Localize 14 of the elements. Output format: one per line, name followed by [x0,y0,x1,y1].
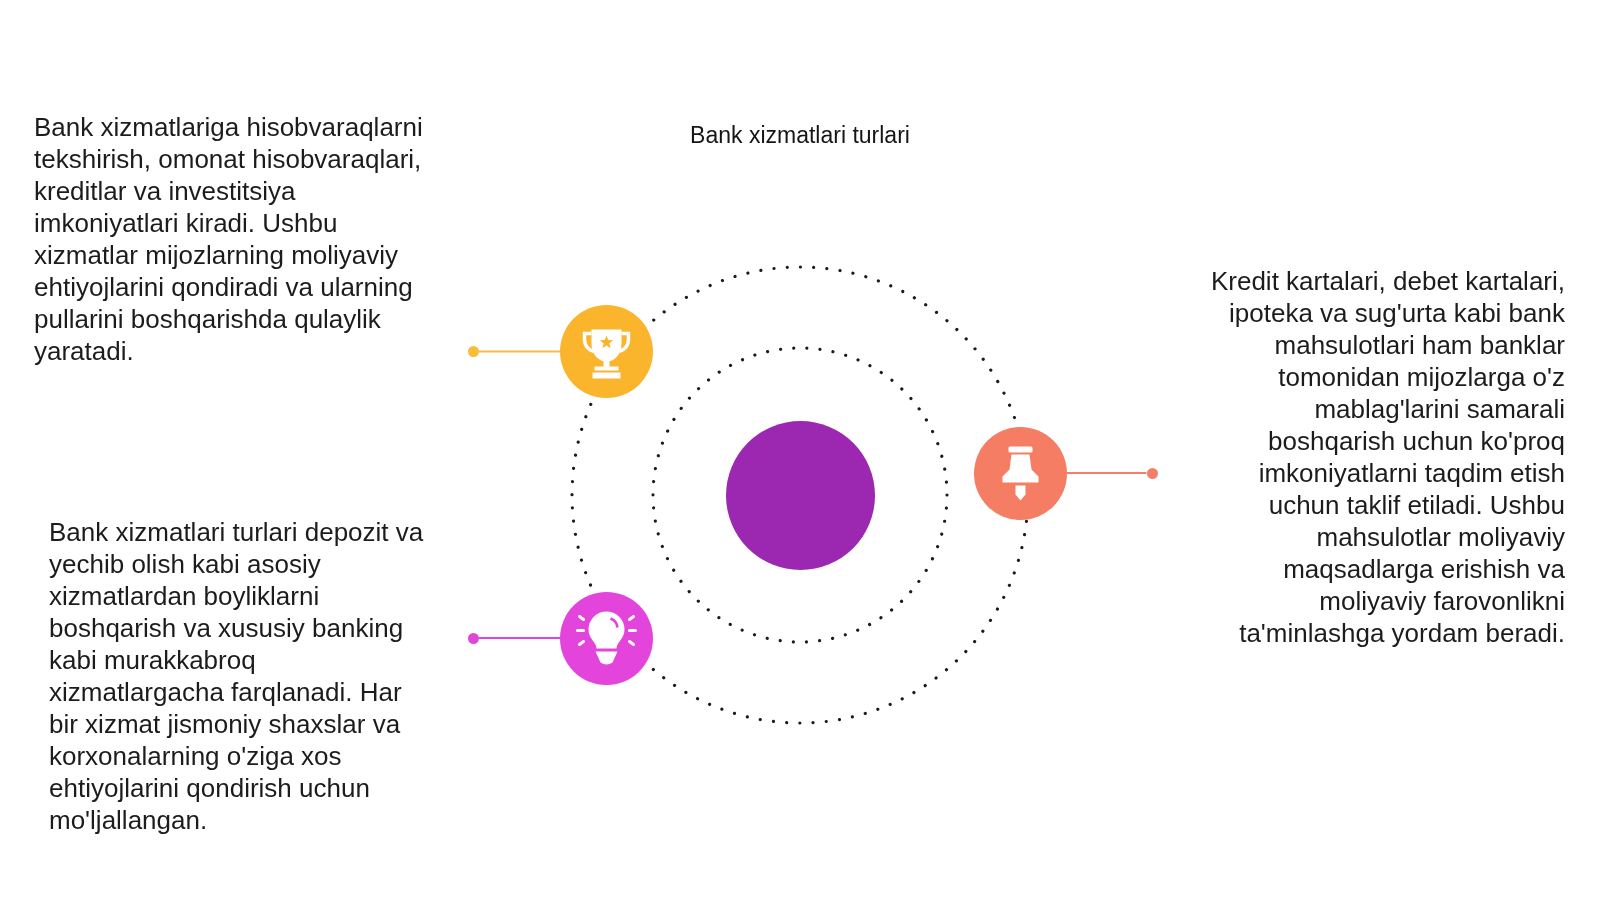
diagram-title: Bank xizmatlari turlari [690,122,910,148]
connector-dot [1146,467,1158,479]
description-text: Kredit kartalari, debet kartalari, ipoteka va sug'urta kabi bank mahsulotlari ham banklar tomonidan mijozlarga o'z mablag'larini samarali boshqarish uchun ko'proq imkoniyatlarni taqdim etish uchun taklif etiladi. Ushbu mahsulotlar moliyaviy maqsadlarga erishish va moliyaviy farovonlikni ta'minlashga yordam beradi. [1209,265,1565,649]
connector-line [1065,472,1148,474]
connector-dot [468,346,479,357]
connector-dot [468,632,479,644]
pushpin-icon [973,426,1067,520]
lightbulb-icon [560,591,653,685]
description-text: Bank xizmatlari turlari depozit va yechib olish kabi asosiy xizmatlardan boyliklarni boshqarish va xususiy banking kabi murakkabroq xizmatlargacha farqlanadi. Har bir xizmat jismoniy shaxslar va korxonalarning o'ziga xos ehtiyojlarini qondirish uchun mo'ljallangan. [49,516,425,836]
trophy-icon [560,305,653,398]
connector-line [478,350,561,353]
center-circle [725,420,875,570]
description-text: Bank xizmatlariga hisobvaraqlarni tekshirish, omonat hisobvaraqlari, kreditlar va investitsiya imkoniyatlari kiradi. Ushbu xizmatlar mijozlarning moliyaviy ehtiyojlarini qondiradi va ularning pullarini boshqarishda qulaylik yaratadi. [34,111,424,367]
connector-line [478,637,561,639]
